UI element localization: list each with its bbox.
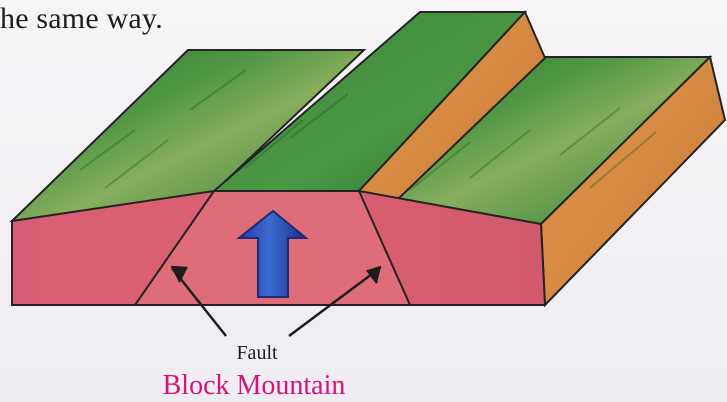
diagram-caption: Block Mountain [163, 370, 346, 401]
fault-label: Fault [236, 342, 278, 364]
